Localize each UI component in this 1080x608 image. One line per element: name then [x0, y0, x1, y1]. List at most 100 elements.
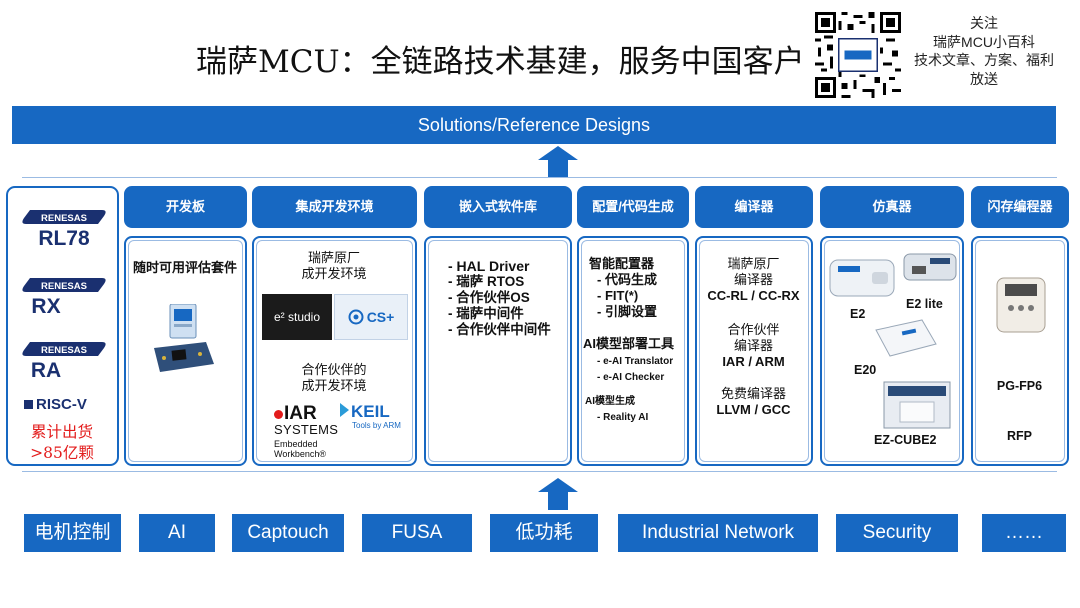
sw-item: - HAL Driver	[448, 258, 530, 274]
follow-line-3: 技术文章、方案、福利	[914, 52, 1054, 68]
config-item: - 代码生成	[597, 272, 657, 287]
ai-deploy-title: AI模型部署工具	[583, 336, 675, 351]
keil-logo: KEIL Tools by ARM	[340, 402, 406, 431]
rx-logo: RENESAS RX	[22, 278, 106, 318]
keil-mark-icon	[340, 403, 349, 417]
app-tag-industrial-network: Industrial Network	[618, 514, 818, 552]
header-ide: 集成开发环境	[252, 186, 417, 228]
dev-board-box: 随时可用评估套件	[124, 236, 247, 466]
iar-systems-text: SYSTEMS	[274, 422, 339, 437]
compiler-renesas-b: 编译器	[733, 272, 773, 287]
compiler-renesas-c: CC-RL / CC-RX	[707, 288, 800, 303]
sw-item: - 瑞萨中间件	[448, 306, 524, 321]
config-item: - 引脚设置	[597, 304, 657, 319]
app-tag-ai: AI	[139, 514, 215, 552]
eval-kit-image	[154, 304, 214, 372]
header-flash: 闪存编程器	[971, 186, 1069, 228]
shipment-line-1: 累计出货	[30, 423, 93, 441]
e2-studio-logo: e² studio	[262, 294, 332, 340]
compiler-renesas-a: 瑞萨原厂	[727, 256, 780, 271]
rfp-label: RFP	[1007, 429, 1032, 443]
ez-cube2-label: EZ-CUBE2	[874, 433, 937, 447]
header-config: 配置/代码生成	[577, 186, 689, 228]
pg-fp6-image	[996, 277, 1046, 333]
shipment-line-2: >85亿颗	[30, 444, 94, 462]
divider-top	[22, 177, 1057, 178]
app-tag-security: Security	[836, 514, 958, 552]
app-tag-more: ……	[982, 514, 1066, 552]
iar-workbench-text: Workbench®	[274, 449, 326, 459]
smart-configurator-list: - 代码生成 - FIT(*) - 引脚设置	[597, 272, 657, 320]
ai-deploy-item: - e-AI Translator	[597, 356, 674, 367]
compiler-partner-c: IAR / ARM	[722, 354, 785, 369]
ra-product-text: RA	[31, 359, 61, 382]
riscv-text: RISC-V	[36, 396, 87, 413]
header-compiler: 编译器	[695, 186, 813, 228]
rl78-product-text: RL78	[38, 227, 90, 250]
page-title: 瑞萨MCU：全链路技术基建，服务中国客户	[196, 44, 805, 80]
ide-renesas-line2: 成开发环境	[301, 266, 367, 281]
ai-gen-title: AI模型生成	[585, 396, 635, 407]
rx-product-text: RX	[31, 295, 60, 318]
header-dev-board: 开发板	[124, 186, 247, 228]
follow-line-1: 关注	[970, 15, 998, 31]
ai-deploy-list: - e-AI Translator - e-AI Checker	[597, 354, 673, 386]
embedded-sw-box: - HAL Driver - 瑞萨 RTOS - 合作伙伴OS - 瑞萨中间件 …	[424, 236, 572, 466]
compiler-partner-a: 合作伙伴	[727, 322, 780, 337]
iar-text: IAR	[284, 403, 317, 424]
smart-configurator-title: 智能配置器	[589, 256, 655, 271]
up-arrow-icon	[538, 478, 578, 510]
sw-item: - 合作伙伴OS	[448, 290, 530, 305]
rl78-logo: RENESAS RL78	[22, 210, 106, 250]
sw-item: - 瑞萨 RTOS	[448, 274, 525, 289]
compiler-free-b: LLVM / GCC	[716, 402, 791, 417]
e2-lite-emulator-image	[903, 253, 957, 281]
csplus-text: CS+	[366, 309, 395, 325]
config-item: - FIT(*)	[597, 288, 639, 303]
e20-emulator-image	[875, 319, 937, 357]
follow-caption: 关注 瑞萨MCU小百科 技术文章、方案、福利 放送	[902, 14, 1066, 88]
e20-label: E20	[854, 363, 877, 377]
divider-bottom	[22, 471, 1057, 472]
ra-brand-text: RENESAS	[41, 345, 87, 356]
config-box: 智能配置器 - 代码生成 - FIT(*) - 引脚设置 AI模型部署工具 - …	[577, 236, 689, 466]
compiler-box: 瑞萨原厂 编译器 CC-RL / CC-RX 合作伙伴 编译器 IAR / AR…	[695, 236, 813, 466]
follow-line-4: 放送	[970, 70, 998, 87]
iar-logo: IAR SYSTEMS Embedded Workbench®	[274, 403, 339, 459]
e2-studio-text: e² studio	[273, 310, 321, 324]
embedded-sw-list: - HAL Driver - 瑞萨 RTOS - 合作伙伴OS - 瑞萨中间件 …	[448, 258, 551, 338]
dev-board-title: 随时可用评估套件	[132, 260, 237, 275]
ra-logo: RENESAS RA	[22, 342, 106, 382]
ez-cube2-image	[883, 381, 951, 429]
ai-gen-item: - Reality AI	[597, 412, 649, 423]
up-arrow-icon	[538, 146, 578, 178]
app-tag-captouch: Captouch	[232, 514, 344, 552]
header-embedded-sw: 嵌入式软件库	[424, 186, 572, 228]
csplus-mark-icon	[348, 309, 364, 325]
compiler-partner-b: 编译器	[733, 338, 773, 353]
header-emulator: 仿真器	[820, 186, 964, 228]
shipment-count: 累计出货 >85亿颗	[8, 422, 116, 464]
e2-label: E2	[850, 307, 866, 321]
ide-partner-line1: 合作伙伴的	[301, 362, 367, 377]
ide-partner-line2: 成开发环境	[301, 378, 367, 393]
sw-item: - 合作伙伴中间件	[448, 322, 551, 337]
app-tag-fusa: FUSA	[362, 514, 472, 552]
ide-renesas-line1: 瑞萨原厂	[307, 250, 360, 265]
rx-brand-text: RENESAS	[41, 281, 87, 292]
qr-code-icon[interactable]	[815, 12, 901, 98]
app-tag-low-power: 低功耗	[490, 514, 598, 552]
solutions-banner: Solutions/Reference Designs	[12, 106, 1056, 144]
pg-fp6-label: PG-FP6	[996, 379, 1043, 393]
follow-line-2: 瑞萨MCU小百科	[933, 33, 1035, 50]
iar-dot-icon	[274, 410, 283, 419]
emulator-box: E2 lite E2 E20 EZ-CUBE2	[820, 236, 964, 466]
app-tag-motor-control: 电机控制	[24, 514, 121, 552]
e2-lite-label: E2 lite	[906, 297, 943, 311]
compiler-free-a: 免费编译器	[720, 386, 786, 401]
ide-box: 瑞萨原厂 成开发环境 e² studio CS+ 合作伙伴的 成开发环境 IAR…	[252, 236, 417, 466]
riscv-mark-icon	[24, 400, 33, 409]
keil-text: KEIL	[351, 402, 390, 421]
rl78-brand-text: RENESAS	[41, 213, 87, 224]
ai-deploy-item: - e-AI Checker	[597, 372, 665, 383]
